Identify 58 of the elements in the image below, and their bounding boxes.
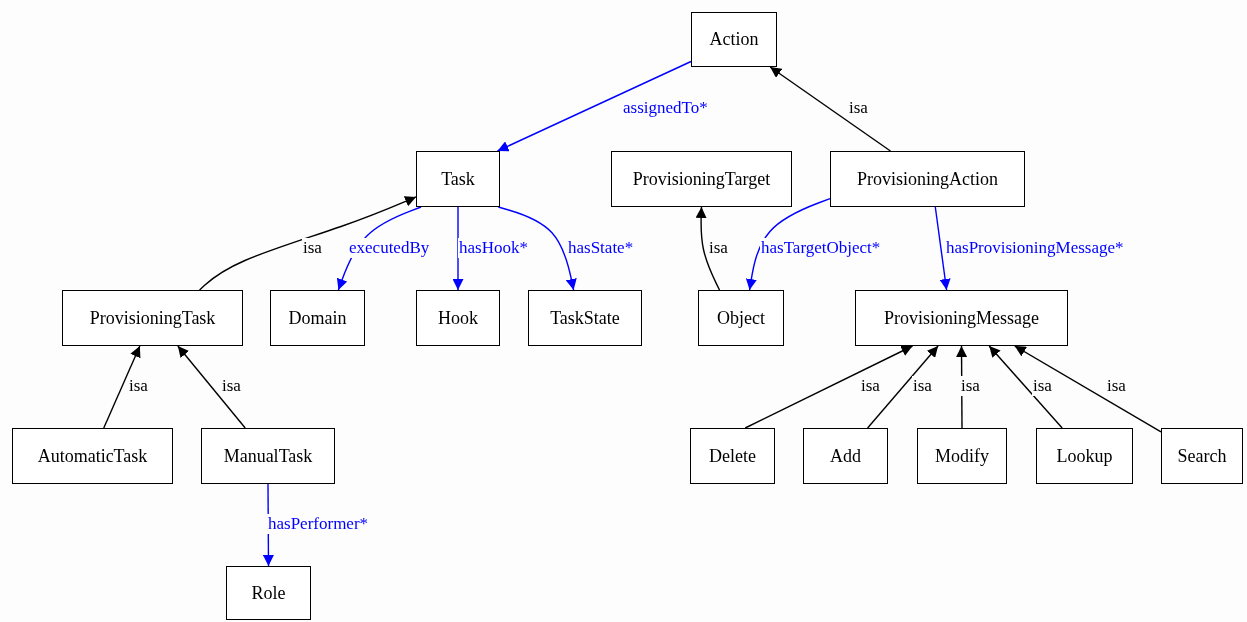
class-box [855,290,1068,346]
arrow [744,345,914,429]
class-box [1161,428,1243,484]
edge-label: hasTargetObject* [760,238,882,258]
edge-label: hasHook* [458,238,529,258]
arrow [934,206,951,291]
class-box [803,428,888,484]
class-box [917,428,1007,484]
arrow [866,345,939,429]
arrow [198,196,417,291]
arrow [695,206,721,291]
class-name: Delete [709,445,756,467]
class-box [691,12,777,67]
edge-label: executedBy [348,238,431,258]
edge-label: isa [960,376,981,396]
class-box [611,151,792,207]
class-box [528,290,642,346]
arrow [177,345,246,429]
class-name: Hook [438,307,478,329]
class-box [1036,428,1133,484]
edge-label: hasPerformer* [267,514,370,534]
class-name: Task [441,168,475,190]
class-box [416,151,500,207]
arrow [956,345,968,429]
class-box [12,428,173,484]
arrow [497,206,577,291]
class-box [830,151,1025,207]
class-name: ProvisioningTarget [632,168,771,190]
edge-label: assignedTo* [622,98,709,118]
class-name: Modify [935,445,989,467]
class-name: ProvisioningMessage [884,307,1039,329]
arrow [769,66,892,152]
class-name: Action [709,29,759,50]
class-name: ManualTask [223,445,313,467]
class-box [270,290,365,346]
edge-label: hasProvisioningMessage* [945,238,1125,258]
arrow [745,197,831,291]
class-box [201,428,335,484]
class-name: AutomaticTask [37,445,148,467]
arrow [103,345,141,429]
arrow [496,60,692,152]
class-name: Object [717,307,765,329]
class-name: Role [251,582,286,604]
arrow [452,206,464,291]
class-name: Add [830,445,861,467]
class-name: Search [1177,445,1227,467]
arrow [988,345,1063,429]
arrow [1014,345,1162,433]
class-box [62,290,243,346]
class-box [226,566,311,620]
class-name: ProvisioningTask [89,307,216,329]
class-box [690,428,775,484]
class-name: Domain [288,307,347,329]
class-box [698,290,784,346]
class-box [416,290,500,346]
class-name: Lookup [1056,445,1113,467]
class-name: ProvisioningAction [857,168,998,190]
class-name: TaskState [550,307,620,329]
